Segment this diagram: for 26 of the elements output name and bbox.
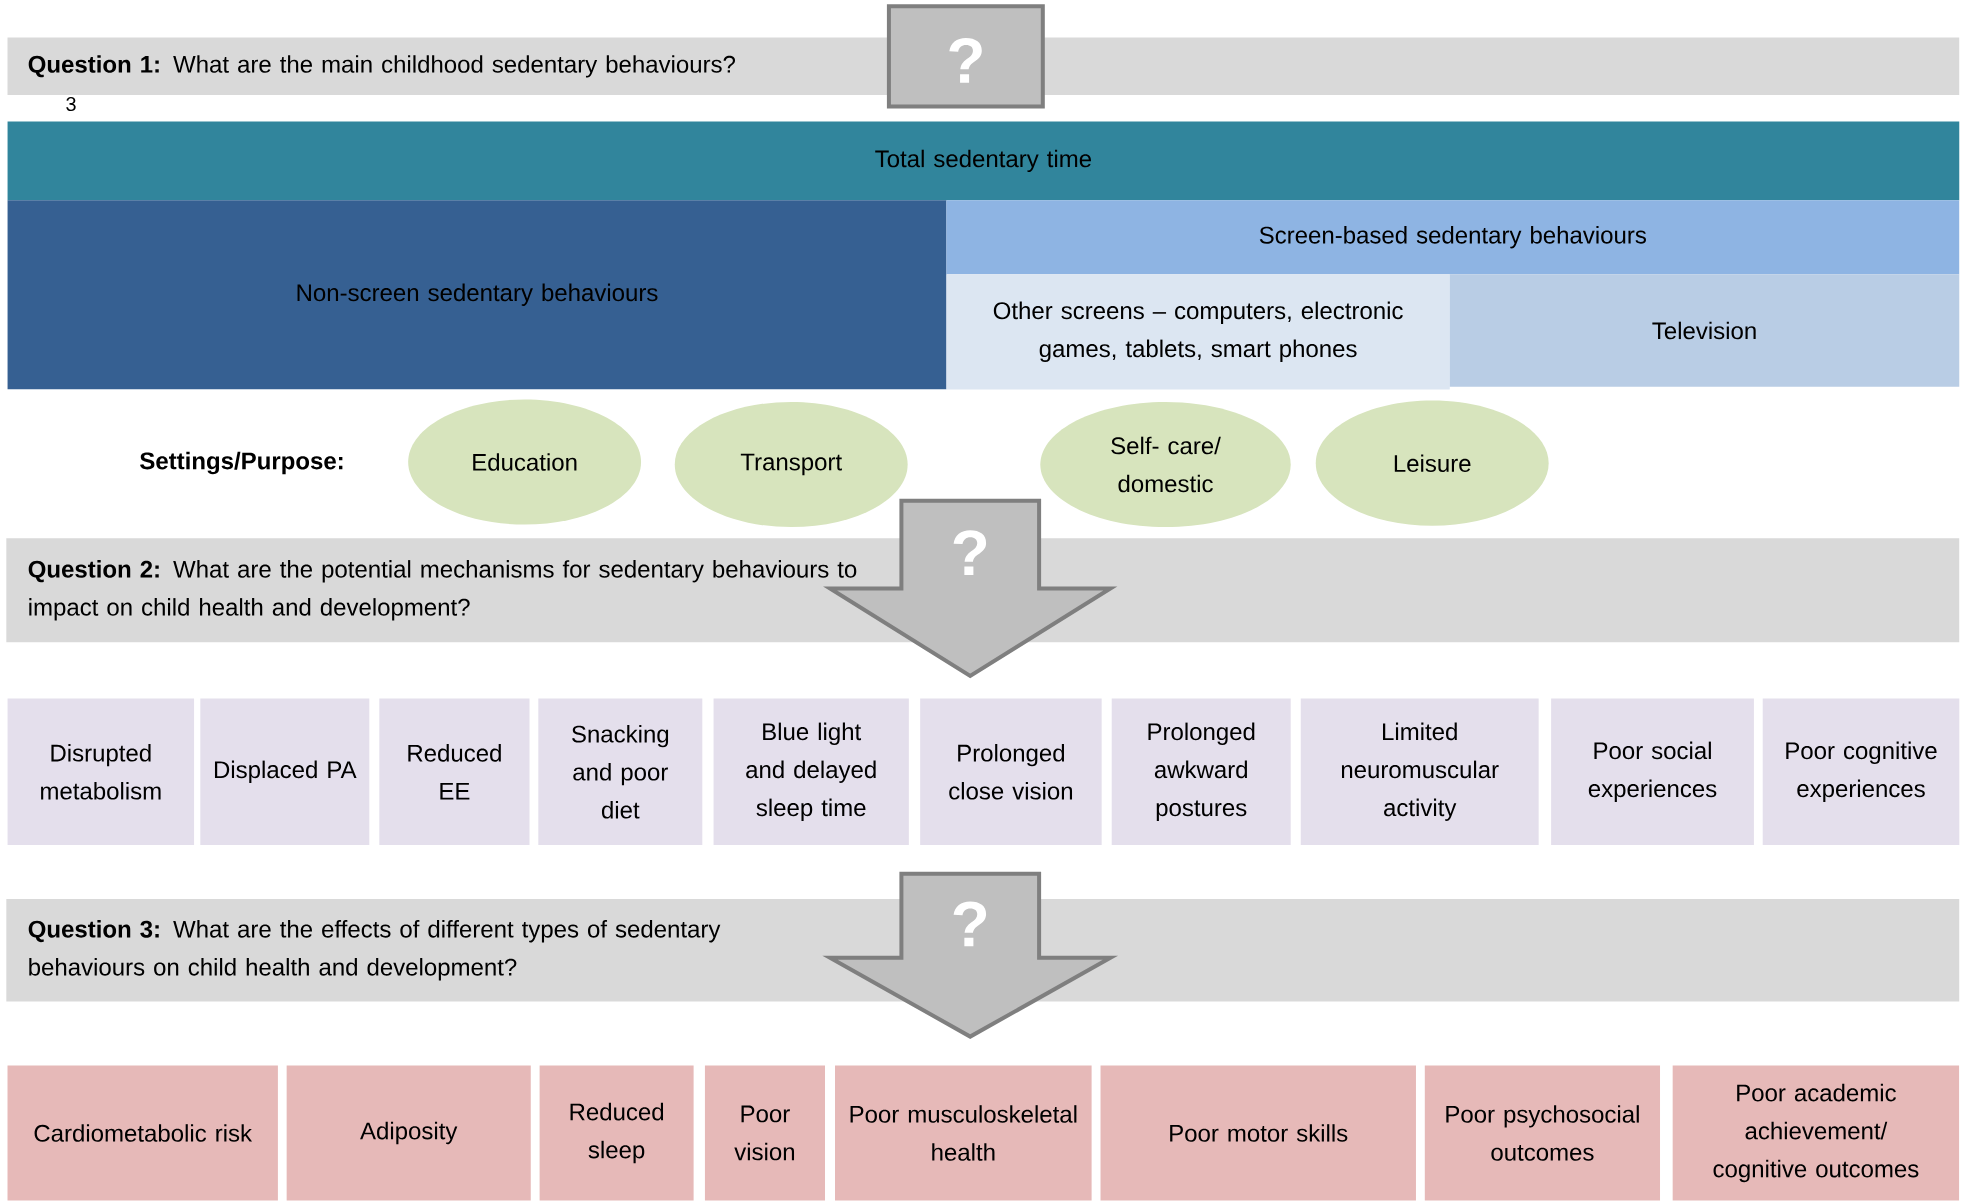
- mechanism-box: Displaced PA: [200, 698, 370, 846]
- category-box: Television: [1449, 274, 1960, 387]
- outcome-box: Poor psychosocial outcomes: [1424, 1065, 1661, 1201]
- mechanism-box: Blue light and delayed sleep time: [713, 698, 909, 846]
- mechanism-box: Poor cognitive experiences: [1762, 698, 1960, 846]
- category-box: Other screens – computers, electronic games, tablets, smart phones: [946, 274, 1450, 390]
- stray-digit: 3: [66, 96, 76, 112]
- mechanism-box: Poor social experiences: [1551, 698, 1754, 846]
- category-box: Total sedentary time: [7, 121, 1960, 201]
- outcome-box: Cardiometabolic risk: [7, 1065, 278, 1201]
- outcome-box: Reduced sleep: [539, 1065, 694, 1201]
- mechanism-box: Snacking and poor diet: [538, 698, 703, 846]
- outcome-box: Poor musculoskeletal health: [835, 1065, 1092, 1201]
- settings-label: Settings/Purpose:: [140, 451, 343, 475]
- outcome-box: Adiposity: [286, 1065, 531, 1201]
- outcome-box: Poor vision: [704, 1065, 825, 1201]
- category-box: Screen-based sedentary behaviours: [946, 200, 1960, 275]
- mechanism-box: Disrupted metabolism: [7, 698, 195, 846]
- mechanism-box: Limited neuromuscular activity: [1300, 698, 1539, 846]
- mechanism-box: Prolonged close vision: [920, 698, 1102, 846]
- outcome-box: Poor academic achievement/ cognitive outcomes: [1672, 1065, 1960, 1201]
- question-mark-box: ?: [886, 4, 1045, 109]
- mechanism-box: Prolonged awkward postures: [1111, 698, 1291, 846]
- mechanism-box: Reduced EE: [379, 698, 530, 846]
- category-box: Non-screen sedentary behaviours: [7, 200, 947, 390]
- outcome-box: Poor motor skills: [1100, 1065, 1416, 1201]
